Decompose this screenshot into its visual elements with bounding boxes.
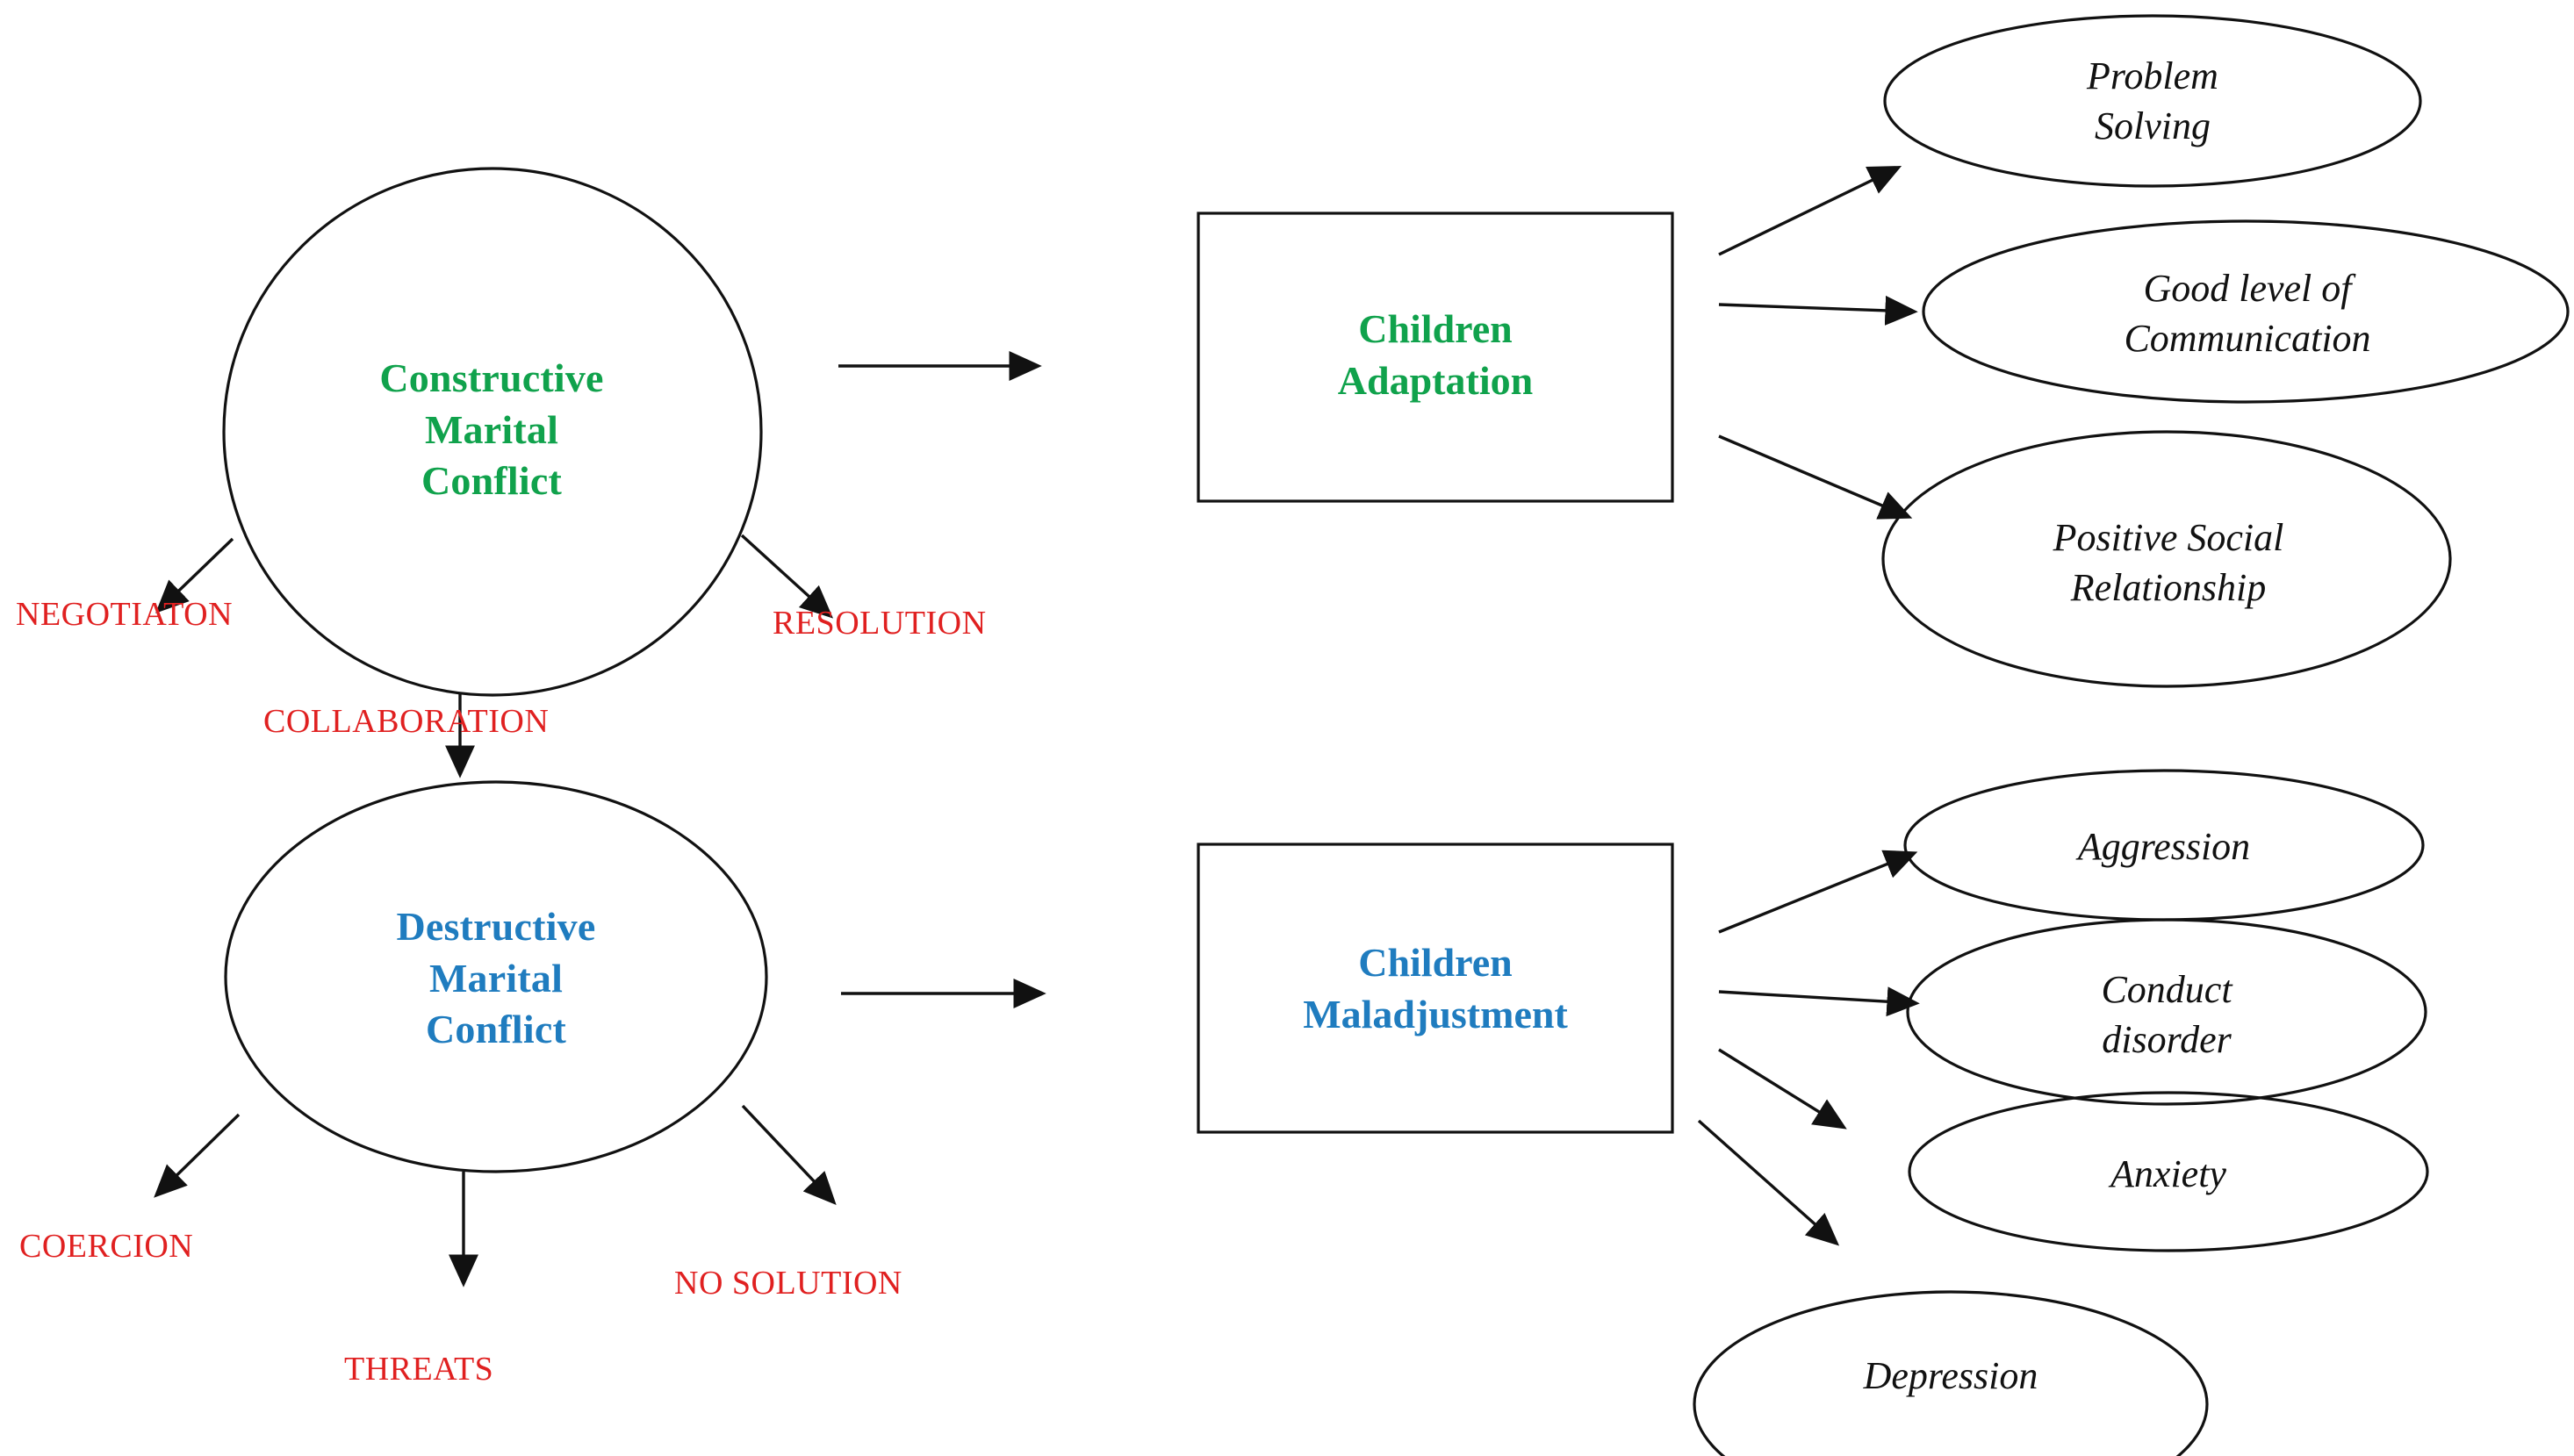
positive-social-relationship-label: Positive Social Relationship <box>1931 479 2405 646</box>
tactic-coercion-label: COERCION <box>19 1228 194 1265</box>
good-communication-line1: Good level of <box>2143 266 2352 310</box>
destructive-conflict-line3: Conflict <box>425 1007 567 1052</box>
arrow-maladjustment-to-depression <box>1697 1119 1840 1246</box>
arrow-constructive-to-resolution <box>740 534 834 619</box>
anxiety-label: Anxiety <box>1958 1139 2379 1209</box>
children-maladjustment-label: Children Maladjustment <box>1201 897 1670 1081</box>
constructive-conflict-label: Constructive Marital Conflict <box>263 298 720 562</box>
tactic-threats-label: THREATS <box>344 1351 494 1388</box>
arrow-maladjustment-to-aggression <box>1718 850 1918 934</box>
constructive-conflict-line1: Constructive <box>379 355 604 400</box>
aggression-label: Aggression <box>1953 812 2375 882</box>
arrow-adaptation-to-communication <box>1718 295 1918 326</box>
children-adaptation-line2: Adaptation <box>1337 358 1534 403</box>
aggression-line1: Aggression <box>2077 825 2251 869</box>
arrow-maladjustment-to-anxiety <box>1718 1048 1847 1130</box>
depression-label: Depression <box>1740 1341 2161 1411</box>
destructive-conflict-line1: Destructive <box>396 903 596 949</box>
children-maladjustment-line2: Maladjustment <box>1303 992 1568 1036</box>
good-communication-label: Good level of Communication <box>1975 230 2520 397</box>
children-maladjustment-line1: Children <box>1358 940 1513 986</box>
conduct-disorder-line2: disorder <box>2102 1018 2232 1061</box>
tactic-collaboration-label: COLLABORATION <box>263 703 550 740</box>
arrow-adaptation-to-social-relationship <box>1718 434 1913 520</box>
good-communication-line2: Communication <box>2124 317 2371 360</box>
arrow-destructive-to-no-solution <box>741 1104 837 1205</box>
conduct-disorder-label: Conduct disorder <box>1956 946 2377 1083</box>
positive-social-relationship-line2: Relationship <box>2070 566 2267 609</box>
depression-line1: Depression <box>1863 1354 2038 1398</box>
constructive-conflict-line3: Conflict <box>421 458 563 504</box>
arrow-destructive-to-coercion <box>154 1113 241 1198</box>
problem-solving-label: Problem Solving <box>1924 19 2381 183</box>
tactic-no-solution-label: NO SOLUTION <box>674 1265 902 1302</box>
destructive-conflict-label: Destructive Marital Conflict <box>268 847 724 1110</box>
arrow-adaptation-to-problem-solving <box>1718 166 1902 256</box>
children-adaptation-label: Children Adaptation <box>1207 263 1664 448</box>
arrow-maladjustment-to-conduct-disorder <box>1718 986 1920 1017</box>
destructive-conflict-line2: Marital <box>428 955 564 1001</box>
problem-solving-line2: Solving <box>2095 104 2211 147</box>
positive-social-relationship-line1: Positive Social <box>2053 515 2284 559</box>
problem-solving-line1: Problem <box>2087 54 2218 97</box>
constructive-conflict-line2: Marital <box>424 406 559 452</box>
children-adaptation-line1: Children <box>1358 306 1513 352</box>
anxiety-line1: Anxiety <box>2110 1152 2226 1196</box>
tactic-resolution-label: RESOLUTION <box>773 605 987 642</box>
tactic-negotiaton-label: NEGOTIATON <box>16 596 234 633</box>
conduct-disorder-line1: Conduct <box>2101 967 2232 1011</box>
